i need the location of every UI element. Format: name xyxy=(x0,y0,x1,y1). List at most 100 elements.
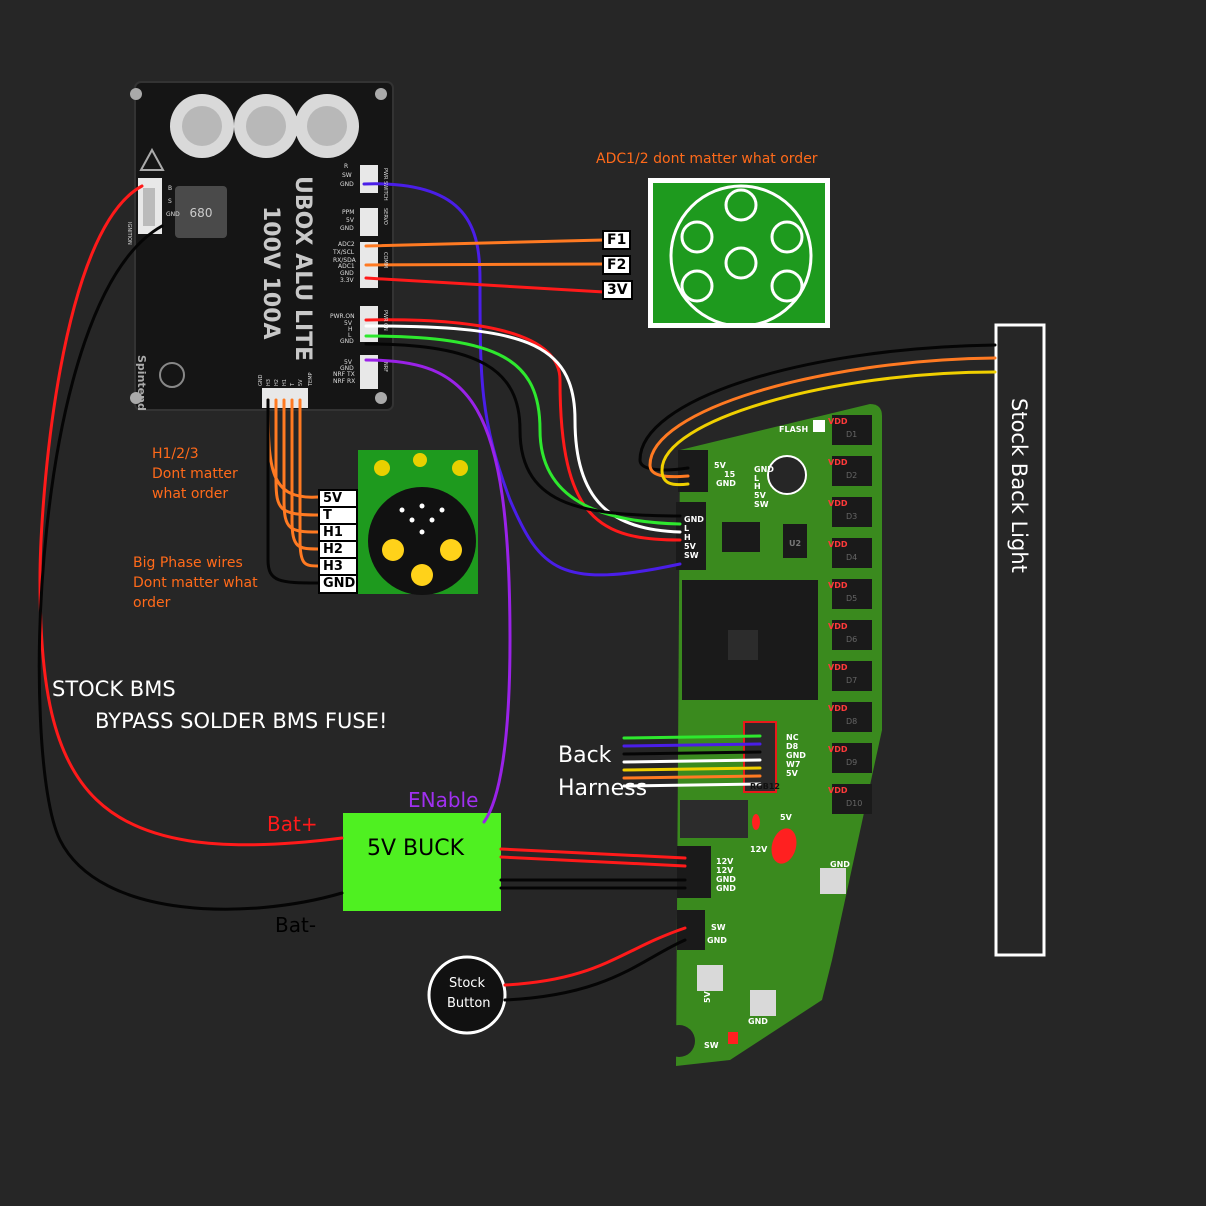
led-vdd-label: VDD xyxy=(828,540,848,549)
wire-gnd xyxy=(364,342,682,518)
wires xyxy=(37,182,997,1002)
led-vdd-label: VDD xyxy=(828,499,848,508)
phase-note-1: Big Phase wires xyxy=(133,555,243,571)
hall-pin-gnd: GND xyxy=(318,574,358,594)
led-vdd-label: VDD xyxy=(828,704,848,713)
controller-board: 680 xyxy=(130,81,394,411)
led-vdd-label: VDD xyxy=(828,745,848,754)
stock-button-label-2: Button xyxy=(447,996,491,1011)
svg-text:W7: W7 xyxy=(786,760,800,769)
svg-text:NRF RX: NRF RX xyxy=(333,378,355,385)
svg-text:12V: 12V xyxy=(716,857,734,866)
adc-pin-f2: F2 xyxy=(602,255,632,275)
led-vdd-label: VDD xyxy=(828,458,848,467)
svg-text:15: 15 xyxy=(724,470,736,479)
adc-connector xyxy=(648,178,830,328)
svg-text:GND: GND xyxy=(340,365,354,372)
wire-l xyxy=(364,334,682,526)
bat-minus-label: Bat- xyxy=(275,913,317,937)
svg-text:IGNITION: IGNITION xyxy=(126,222,132,245)
wire-bat-minus xyxy=(37,224,344,911)
wire-backlight-data xyxy=(648,356,997,479)
svg-text:GND: GND xyxy=(340,270,354,277)
u2-chip xyxy=(783,524,807,558)
svg-text:TX/SCL: TX/SCL xyxy=(332,249,355,256)
wire-5v xyxy=(364,318,682,542)
svg-text:GND: GND xyxy=(340,225,354,232)
svg-text:GND: GND xyxy=(754,465,774,474)
phase-note-3: order xyxy=(133,595,171,611)
led-label: D6 xyxy=(846,635,857,644)
svg-text:U2: U2 xyxy=(789,539,801,548)
svg-text:ADC2: ADC2 xyxy=(338,241,355,248)
bms-note-title: STOCK BMS xyxy=(52,677,176,701)
svg-text:5V: 5V xyxy=(786,769,799,778)
led-vdd-label: VDD xyxy=(828,786,848,795)
inductor-icon xyxy=(175,186,227,238)
svg-text:GND: GND xyxy=(258,374,264,386)
svg-text:H1: H1 xyxy=(282,379,288,386)
wire-adc1 xyxy=(364,262,606,267)
controller-rating: 100V 100A xyxy=(258,206,283,340)
regulator-chip xyxy=(680,800,748,838)
svg-text:H: H xyxy=(348,326,353,333)
svg-text:H: H xyxy=(754,482,761,491)
led-label: D8 xyxy=(846,717,857,726)
svg-text:5V: 5V xyxy=(298,379,304,386)
svg-text:S: S xyxy=(168,198,172,205)
svg-text:5V: 5V xyxy=(780,813,793,822)
inductor-label: 680 xyxy=(190,206,213,220)
buck-label: 5V BUCK xyxy=(367,836,465,861)
main-pcb: VDDD1VDDD2VDDD3VDDD4VDDD5VDDD6VDDD7VDDD8… xyxy=(663,404,882,1066)
led-pad xyxy=(832,661,872,691)
pcb-left-connector xyxy=(676,502,706,570)
led-pad xyxy=(832,702,872,732)
led-pad xyxy=(832,538,872,568)
svg-text:5V: 5V xyxy=(703,990,712,1003)
svg-text:B: B xyxy=(168,185,172,192)
svg-text:TEMP: TEMP xyxy=(308,372,314,387)
svg-text:R: R xyxy=(344,163,348,170)
rgb-connector xyxy=(743,721,777,793)
svg-text:GND: GND xyxy=(340,181,354,188)
svg-text:GND: GND xyxy=(786,751,806,760)
svg-text:H: H xyxy=(684,533,691,542)
led-label: D2 xyxy=(846,471,857,480)
svg-text:5V: 5V xyxy=(754,491,767,500)
led-pad xyxy=(832,743,872,773)
svg-text:NRF TX: NRF TX xyxy=(333,371,355,378)
hall-note-1: H1/2/3 xyxy=(152,446,199,462)
led-label: D9 xyxy=(846,758,857,767)
wire-backlight-5v xyxy=(660,370,997,487)
svg-text:5V: 5V xyxy=(346,217,355,224)
svg-text:T: T xyxy=(290,382,296,387)
svg-text:5V: 5V xyxy=(714,461,727,470)
back-harness-label-1: Back xyxy=(558,743,612,768)
led-vdd-label: VDD xyxy=(828,622,848,631)
svg-text:SW: SW xyxy=(754,500,769,509)
svg-text:GND: GND xyxy=(684,515,704,524)
svg-text:D8: D8 xyxy=(786,742,799,751)
svg-text:GND: GND xyxy=(830,860,850,869)
wire-adc2 xyxy=(364,238,606,248)
svg-text:PWR ON: PWR ON xyxy=(382,310,388,331)
svg-text:5V: 5V xyxy=(344,320,353,327)
bat-plus-label: Bat+ xyxy=(267,812,318,836)
buck-converter xyxy=(343,813,501,911)
led-label: D5 xyxy=(846,594,857,603)
led-pad xyxy=(832,456,872,486)
svg-text:PWR.ON: PWR.ON xyxy=(330,313,355,320)
pwr-on-connector xyxy=(360,306,378,342)
back-light-label: Stock Back Light xyxy=(1007,398,1031,573)
led-label: D10 xyxy=(846,799,862,808)
svg-text:SW: SW xyxy=(704,1041,719,1050)
svg-text:3.3V: 3.3V xyxy=(340,277,355,284)
hall-pin-h3: H3 xyxy=(318,557,358,577)
hall-note-2: Dont matter xyxy=(152,466,238,482)
wire-3v3 xyxy=(364,276,606,294)
svg-text:L: L xyxy=(684,524,689,533)
stock-back-light xyxy=(994,323,1046,957)
svg-text:SW: SW xyxy=(684,551,699,560)
switch-connector xyxy=(360,165,378,193)
